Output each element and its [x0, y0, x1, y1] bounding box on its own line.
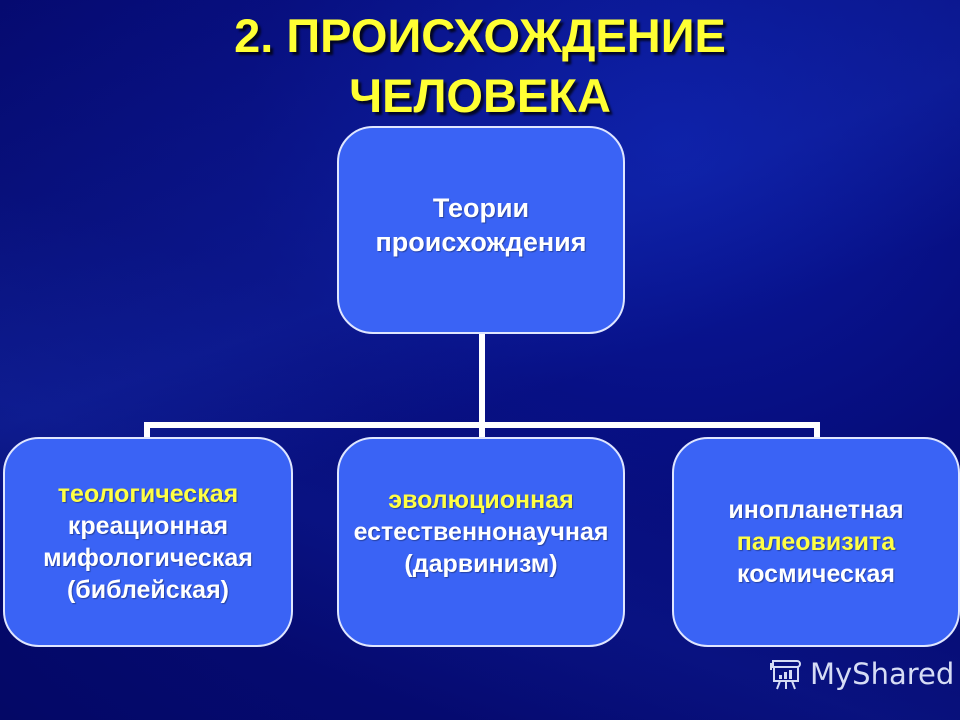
child-node-theological: теологическая креационная мифологическая… [3, 437, 293, 647]
root-node-theories: Теории происхождения [337, 126, 625, 334]
child-2-line-2: естественнонаучная [353, 518, 609, 546]
child-1-line-3: мифологическая [43, 544, 253, 572]
child-2-line-3: (дарвинизм) [404, 550, 558, 578]
slide-title-line-2: ЧЕЛОВЕКА [349, 69, 611, 122]
child-3-line-2: палеовизита [736, 528, 896, 556]
child-3-line-1: инопланетная [728, 496, 904, 524]
connector-root-down [479, 334, 485, 437]
child-3-line-3: космическая [737, 560, 895, 588]
child-1-line-2: креационная [67, 512, 229, 540]
child-node-evolutionary: эволюционная естественнонаучная (дарвини… [337, 437, 625, 647]
watermark: MyShared [768, 656, 954, 692]
child-2-line-1: эволюционная [388, 486, 574, 514]
connector-left-down [144, 422, 150, 438]
child-1-line-1: теологическая [57, 480, 239, 508]
root-node-line-1: Теории [432, 193, 530, 223]
watermark-text: MyShared [810, 657, 955, 691]
slide-title-line-1: 2. ПРОИСХОЖДЕНИЕ [234, 9, 726, 62]
slide-title: 2. ПРОИСХОЖДЕНИЕ ЧЕЛОВЕКА [0, 6, 960, 126]
presentation-board-icon [768, 656, 804, 692]
connector-right-down [814, 422, 820, 438]
connector-horizontal [144, 422, 820, 428]
child-1-line-4: (библейская) [66, 576, 229, 604]
root-node-line-2: происхождения [375, 227, 587, 257]
child-node-alien: инопланетная палеовизита космическая [672, 437, 960, 647]
